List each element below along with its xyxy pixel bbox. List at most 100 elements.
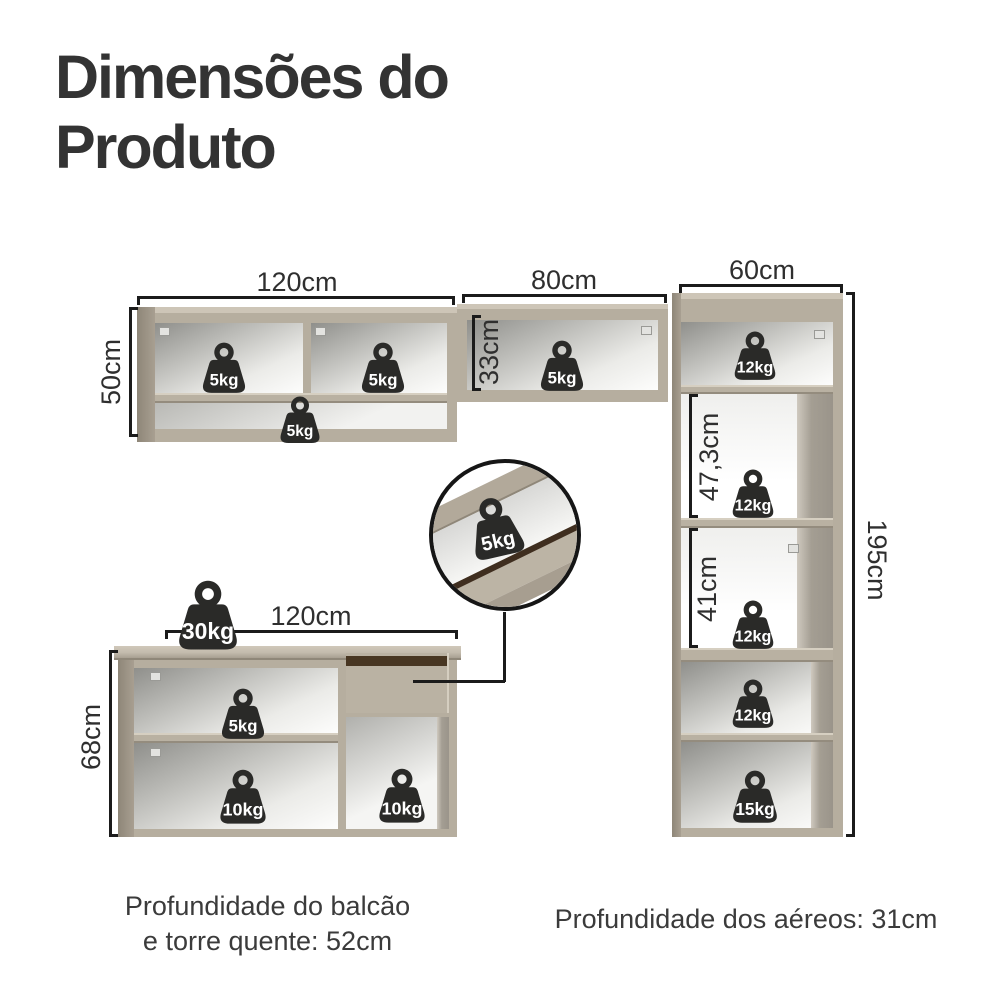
dim-label-68cm: 68cm	[75, 703, 106, 771]
dimension-tick	[846, 292, 855, 295]
dim-label-195cm: 195cm	[862, 519, 893, 601]
weight-label: 5kg	[287, 423, 314, 440]
hinge-icon	[150, 672, 161, 681]
shelf	[681, 385, 833, 394]
weight-label: 12kg	[735, 497, 772, 515]
weight-label: 12kg	[737, 359, 774, 377]
hinge-icon	[159, 327, 170, 336]
cabinet-inner-wall	[811, 742, 833, 828]
dimension-tick	[846, 834, 855, 837]
hinge-icon	[641, 326, 652, 335]
weight-label: 5kg	[229, 716, 258, 735]
dimension-tick	[462, 294, 465, 303]
dim-label-50cm: 50cm	[95, 338, 126, 406]
weight-label: 10kg	[382, 799, 423, 819]
cabinet-inner-wall	[811, 662, 833, 733]
drawer-detail-callout: 5kg	[429, 459, 581, 611]
dimension-tick	[689, 645, 698, 648]
dimension-tick	[129, 434, 138, 437]
cabinet-side-panel	[672, 293, 681, 837]
weight-icon: 10kg	[379, 768, 425, 823]
dimension-tick	[689, 515, 698, 518]
weight-icon: 12kg	[734, 331, 776, 380]
footnote-right: Profundidade dos aéreos: 31cm	[554, 904, 938, 934]
weight-icon: 12kg	[732, 679, 774, 728]
dimension-tick	[137, 296, 140, 305]
callout-line-horizontal	[413, 680, 505, 683]
dimension-line-41	[689, 528, 692, 648]
weight-icon: 5kg	[202, 342, 246, 393]
footnote-left: Profundidade do balcão e torre quente: 5…	[95, 889, 440, 959]
shelf	[681, 648, 833, 662]
weight-icon: 30kg	[179, 580, 237, 650]
dim-label-120cm: 120cm	[256, 266, 338, 297]
tower-compartment-3	[681, 528, 833, 648]
dimension-tick	[472, 388, 481, 391]
dimension-line-height-50	[129, 307, 132, 437]
dimension-line-width-80	[462, 294, 667, 297]
page-title-line1: Dimensões do	[55, 43, 450, 111]
dimension-line-height-68	[109, 650, 112, 837]
cabinet-side-panel	[118, 660, 134, 837]
footnote-left-line1: Profundidade do balcão	[124, 891, 411, 921]
dimension-tick	[664, 294, 667, 303]
dim-label-41cm: 41cm	[691, 555, 722, 623]
callout-line-vertical	[503, 612, 506, 682]
weight-icon: 10kg	[220, 769, 266, 824]
drawer-front	[346, 653, 449, 713]
weight-label: 5kg	[210, 370, 239, 389]
drawer-handle-groove	[346, 656, 447, 666]
dimension-tick	[455, 630, 458, 639]
weight-label: 15kg	[735, 799, 775, 819]
weight-icon: 5kg	[361, 342, 405, 393]
weight-icon: 5kg	[475, 498, 525, 560]
hinge-icon	[315, 327, 326, 336]
dimension-line-width-120-base	[165, 630, 458, 633]
weight-label: 12kg	[735, 628, 772, 646]
weight-icon: 5kg	[221, 688, 265, 739]
dimension-tick	[689, 528, 698, 531]
tower-cabinet	[672, 293, 843, 837]
cabinet-side-panel	[137, 307, 155, 442]
dimension-line-height-195	[852, 292, 855, 837]
weight-label: 5kg	[548, 368, 577, 387]
weight-label: 5kg	[369, 370, 398, 389]
cabinet-top-edge	[672, 293, 843, 299]
dimension-tick	[165, 630, 168, 639]
dimension-tick	[109, 834, 118, 837]
shelf	[681, 733, 833, 742]
cabinet-top-edge	[137, 307, 457, 313]
shelf	[681, 518, 833, 528]
page-title-line2: Produto	[55, 113, 277, 182]
dim-label-33cm: 33cm	[473, 318, 504, 386]
dim-label-47-3cm: 47,3cm	[693, 412, 724, 502]
weight-icon: 12kg	[732, 469, 774, 518]
weight-icon: 12kg	[732, 600, 774, 649]
hinge-icon	[788, 544, 799, 553]
weight-icon: 5kg	[540, 340, 584, 391]
dimension-tick	[129, 307, 138, 310]
dimension-line-width-120	[137, 296, 455, 299]
upper-middle-cabinet	[457, 304, 668, 402]
dimension-line-height-33	[472, 315, 475, 391]
dimension-line-width-60	[679, 284, 843, 287]
dimension-line-47-3	[689, 394, 692, 518]
page-title: Dimensões do Produto	[55, 42, 450, 182]
weight-label: 10kg	[223, 800, 264, 820]
cabinet-inner-wall	[437, 717, 449, 829]
cabinet-inner-wall	[797, 394, 833, 518]
dimension-tick	[109, 650, 118, 653]
dimension-tick	[679, 284, 682, 293]
footnote-left-line2: e torre quente: 52cm	[142, 926, 393, 957]
dim-label-60cm: 60cm	[728, 254, 796, 285]
hinge-icon	[150, 748, 161, 757]
dim-label-80cm: 80cm	[530, 264, 598, 295]
dim-label-120cm-base: 120cm	[270, 600, 352, 631]
dimension-tick	[840, 284, 843, 293]
weight-label: 12kg	[735, 707, 772, 725]
dimension-tick	[452, 296, 455, 305]
hinge-icon	[814, 330, 825, 339]
weight-icon: 5kg	[280, 396, 320, 443]
weight-icon: 15kg	[733, 770, 777, 823]
